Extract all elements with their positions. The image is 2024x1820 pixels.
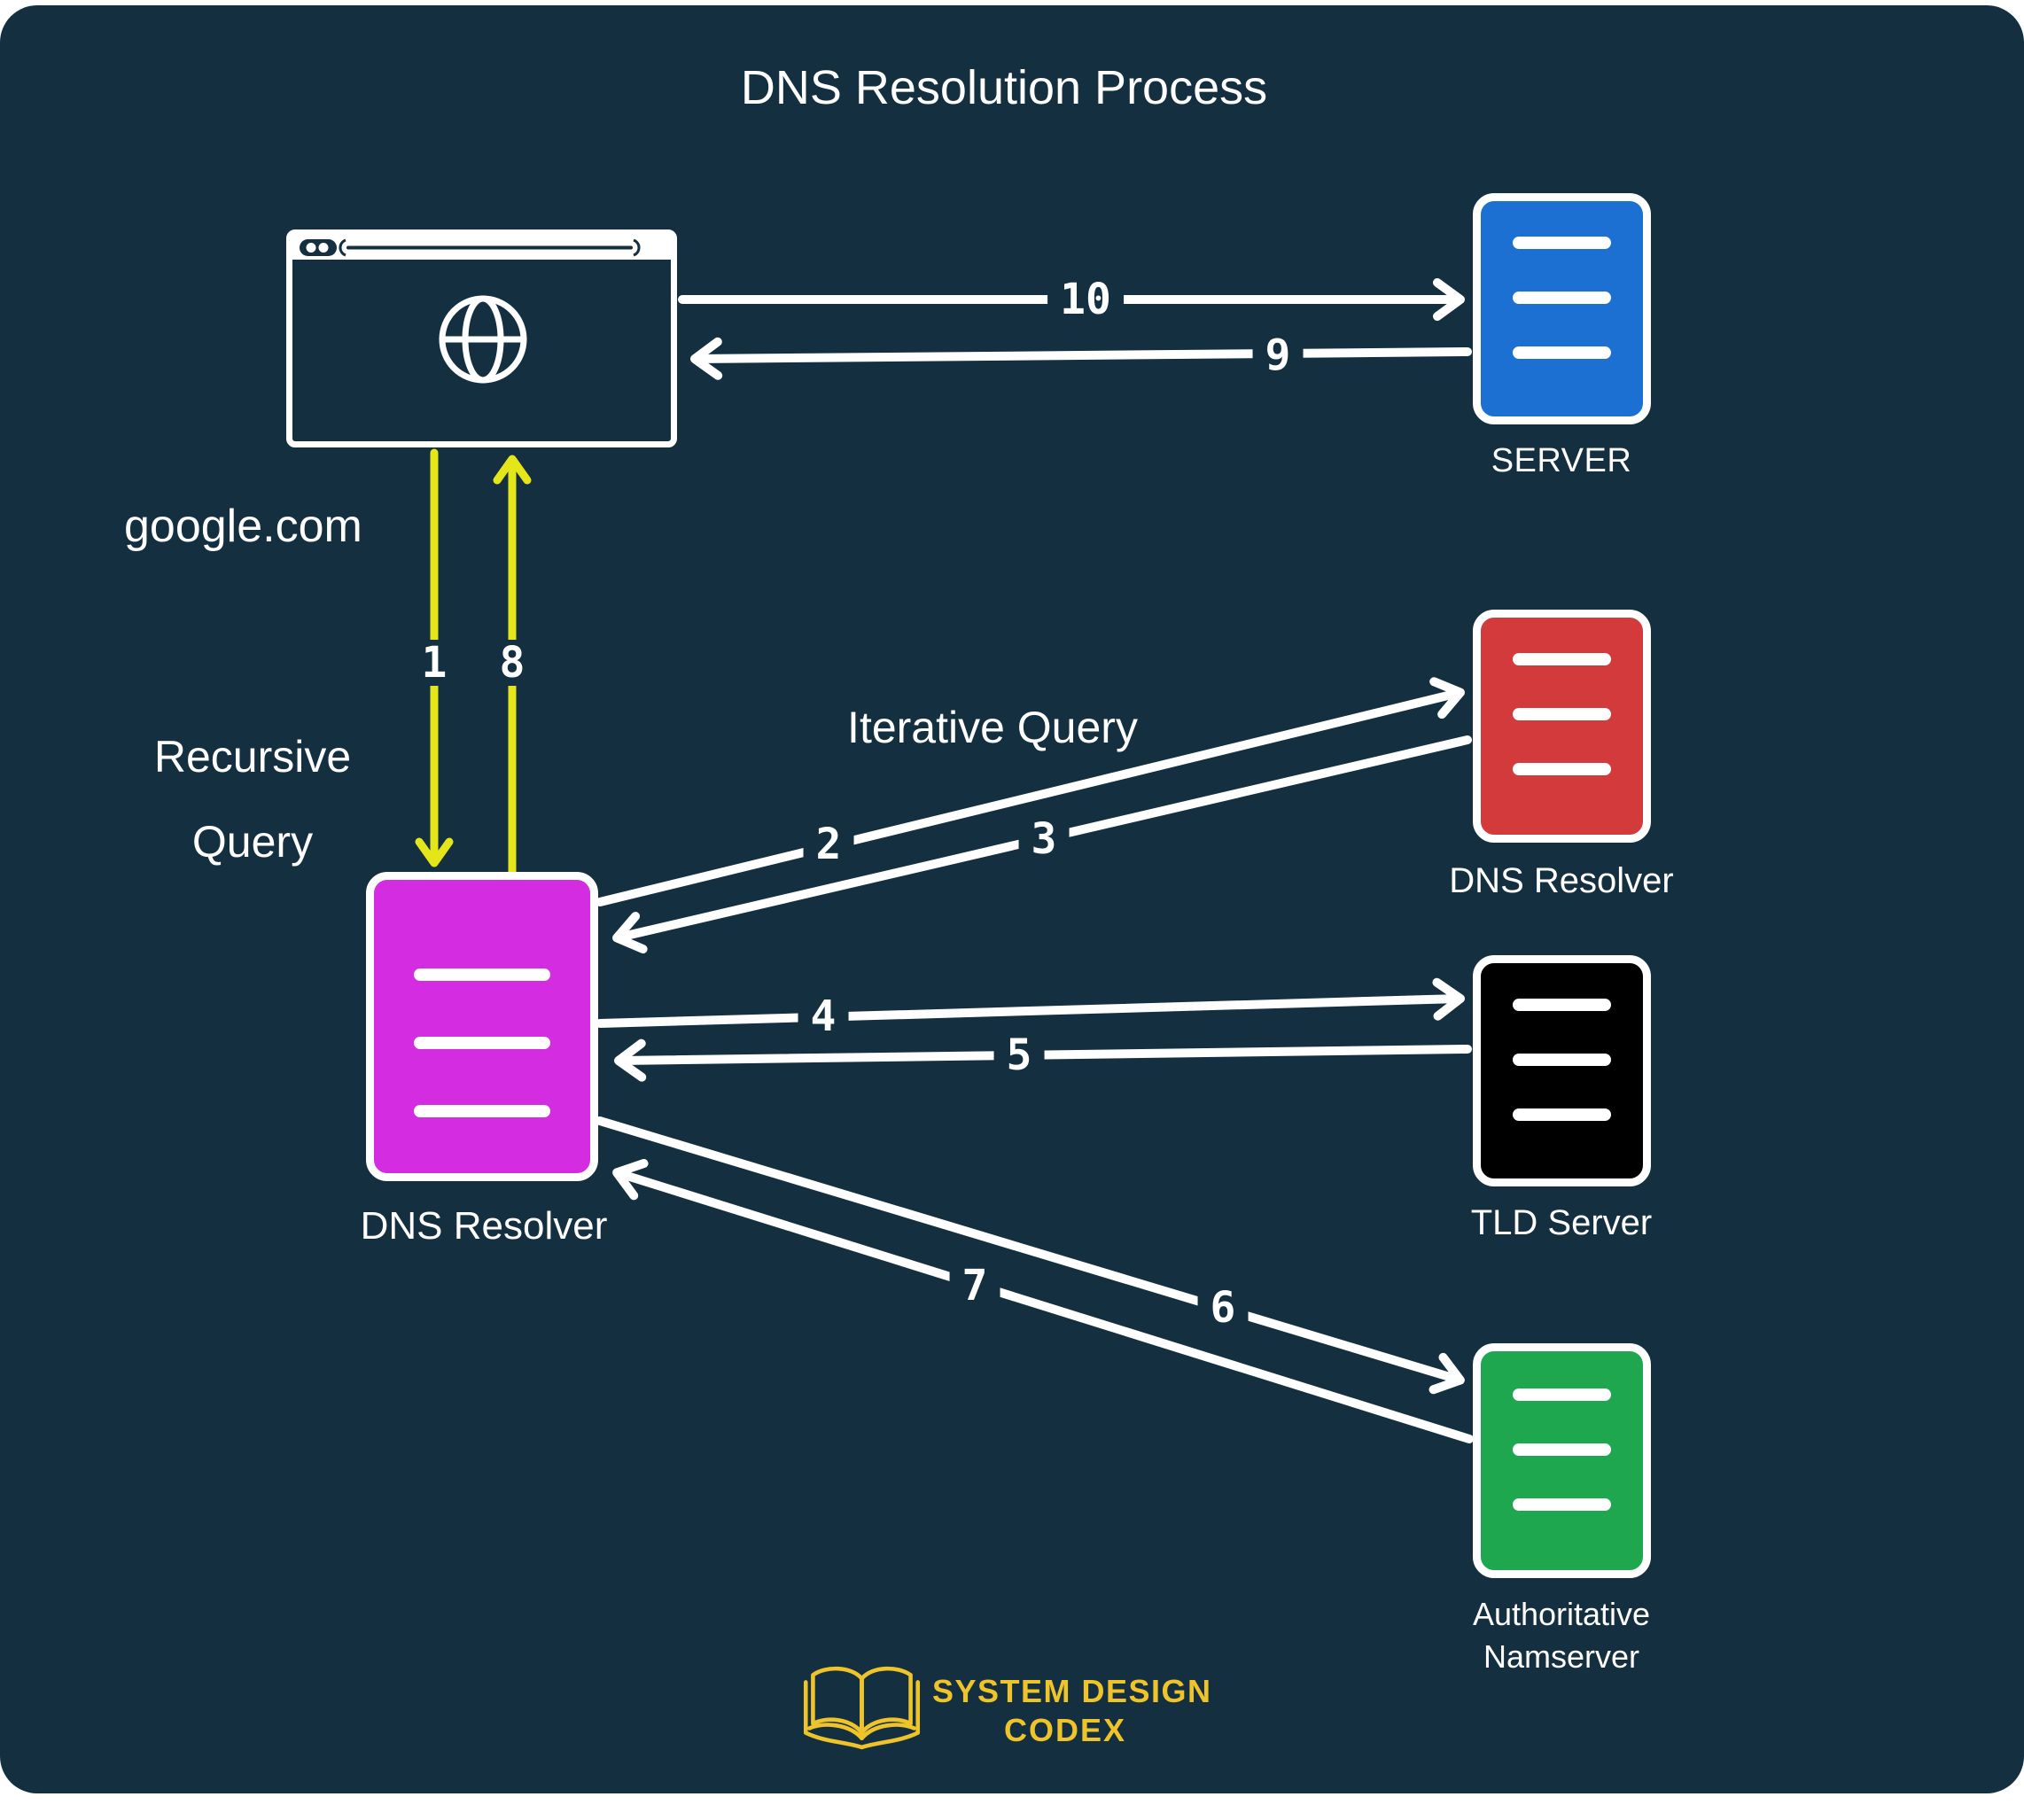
arrow-4-label: 4 — [798, 993, 849, 1039]
diagram-title: DNS Resolution Process — [740, 61, 1268, 114]
root-resolver-node-icon — [1473, 610, 1651, 843]
browser-window — [286, 229, 677, 447]
icon-bar — [1513, 1498, 1611, 1511]
authoritative-label-line2: Namserver — [1483, 1638, 1640, 1675]
logo: SYSTEM DESIGN CODEX — [798, 1661, 1211, 1758]
arrow-7-label: 7 — [949, 1263, 1000, 1309]
tld-server-node-icon — [1473, 955, 1651, 1186]
recursive-query-line2: Query — [191, 817, 314, 867]
icon-bar — [1513, 292, 1611, 304]
arrow-10-label: 10 — [1047, 276, 1124, 323]
server-node-icon — [1473, 193, 1651, 424]
icon-bar — [1513, 237, 1611, 249]
arrow-8-label: 8 — [487, 640, 538, 686]
logo-text-line1: SYSTEM DESIGN — [932, 1673, 1212, 1709]
dns-resolver-node-icon — [366, 872, 598, 1181]
browser-buttons-pill — [300, 239, 337, 256]
icon-bar — [414, 1037, 550, 1049]
icon-bar — [1513, 999, 1611, 1011]
icon-bar — [1513, 1054, 1611, 1066]
arrow-6-label: 6 — [1197, 1285, 1249, 1331]
icon-bar — [1513, 653, 1611, 665]
icon-bar — [1513, 763, 1611, 775]
root-resolver-node-label: DNS Resolver — [1449, 861, 1674, 900]
dns-resolver-node-label: DNS Resolver — [360, 1204, 608, 1248]
arrow-4-line — [596, 977, 1465, 1028]
browser-titlebar-graphics — [300, 238, 641, 257]
arrow-9-line — [690, 337, 1472, 380]
arrow-3-label: 3 — [1018, 816, 1070, 862]
arrow-2-line — [596, 677, 1465, 906]
authoritative-label-line1: Authoritative — [1472, 1596, 1651, 1632]
recursive-query-text: Recursive Query — [80, 714, 425, 884]
address-bar-left-cap — [339, 238, 346, 257]
icon-bar — [1513, 346, 1611, 359]
browser-titlebar — [292, 236, 671, 260]
authoritative-nameserver-node-label: Authoritative Namserver — [1428, 1593, 1694, 1678]
arrow-7-line — [612, 1159, 1474, 1443]
browser-dot-icon — [306, 243, 316, 253]
browser-dot-icon — [318, 243, 329, 253]
server-node-label: SERVER — [1491, 442, 1632, 479]
logo-text-line2: CODEX — [1003, 1712, 1127, 1748]
recursive-query-line1: Recursive — [153, 732, 352, 782]
icon-bar — [1513, 1388, 1611, 1401]
globe-icon — [439, 295, 527, 384]
authoritative-nameserver-node-icon — [1473, 1343, 1651, 1578]
iterative-query-text: Iterative Query — [847, 703, 1138, 752]
diagram-panel: DNS Resolution Process — [0, 5, 2024, 1793]
arrow-2-label: 2 — [803, 821, 854, 867]
icon-bar — [414, 1105, 550, 1117]
tld-server-node-label: TLD Server — [1470, 1203, 1653, 1242]
arrow-5-label: 5 — [993, 1032, 1045, 1078]
icon-bar — [1513, 1443, 1611, 1456]
query-domain-text: google.com — [124, 501, 362, 552]
logo-book-icon — [803, 1666, 921, 1750]
arrow-1-label: 1 — [409, 640, 460, 686]
icon-bar — [1513, 708, 1611, 720]
arrow-6-line — [596, 1116, 1465, 1395]
address-bar-right-cap — [633, 238, 641, 257]
icon-bar — [414, 968, 550, 981]
icon-bar — [1513, 1108, 1611, 1121]
arrow-9-label: 9 — [1252, 332, 1304, 378]
